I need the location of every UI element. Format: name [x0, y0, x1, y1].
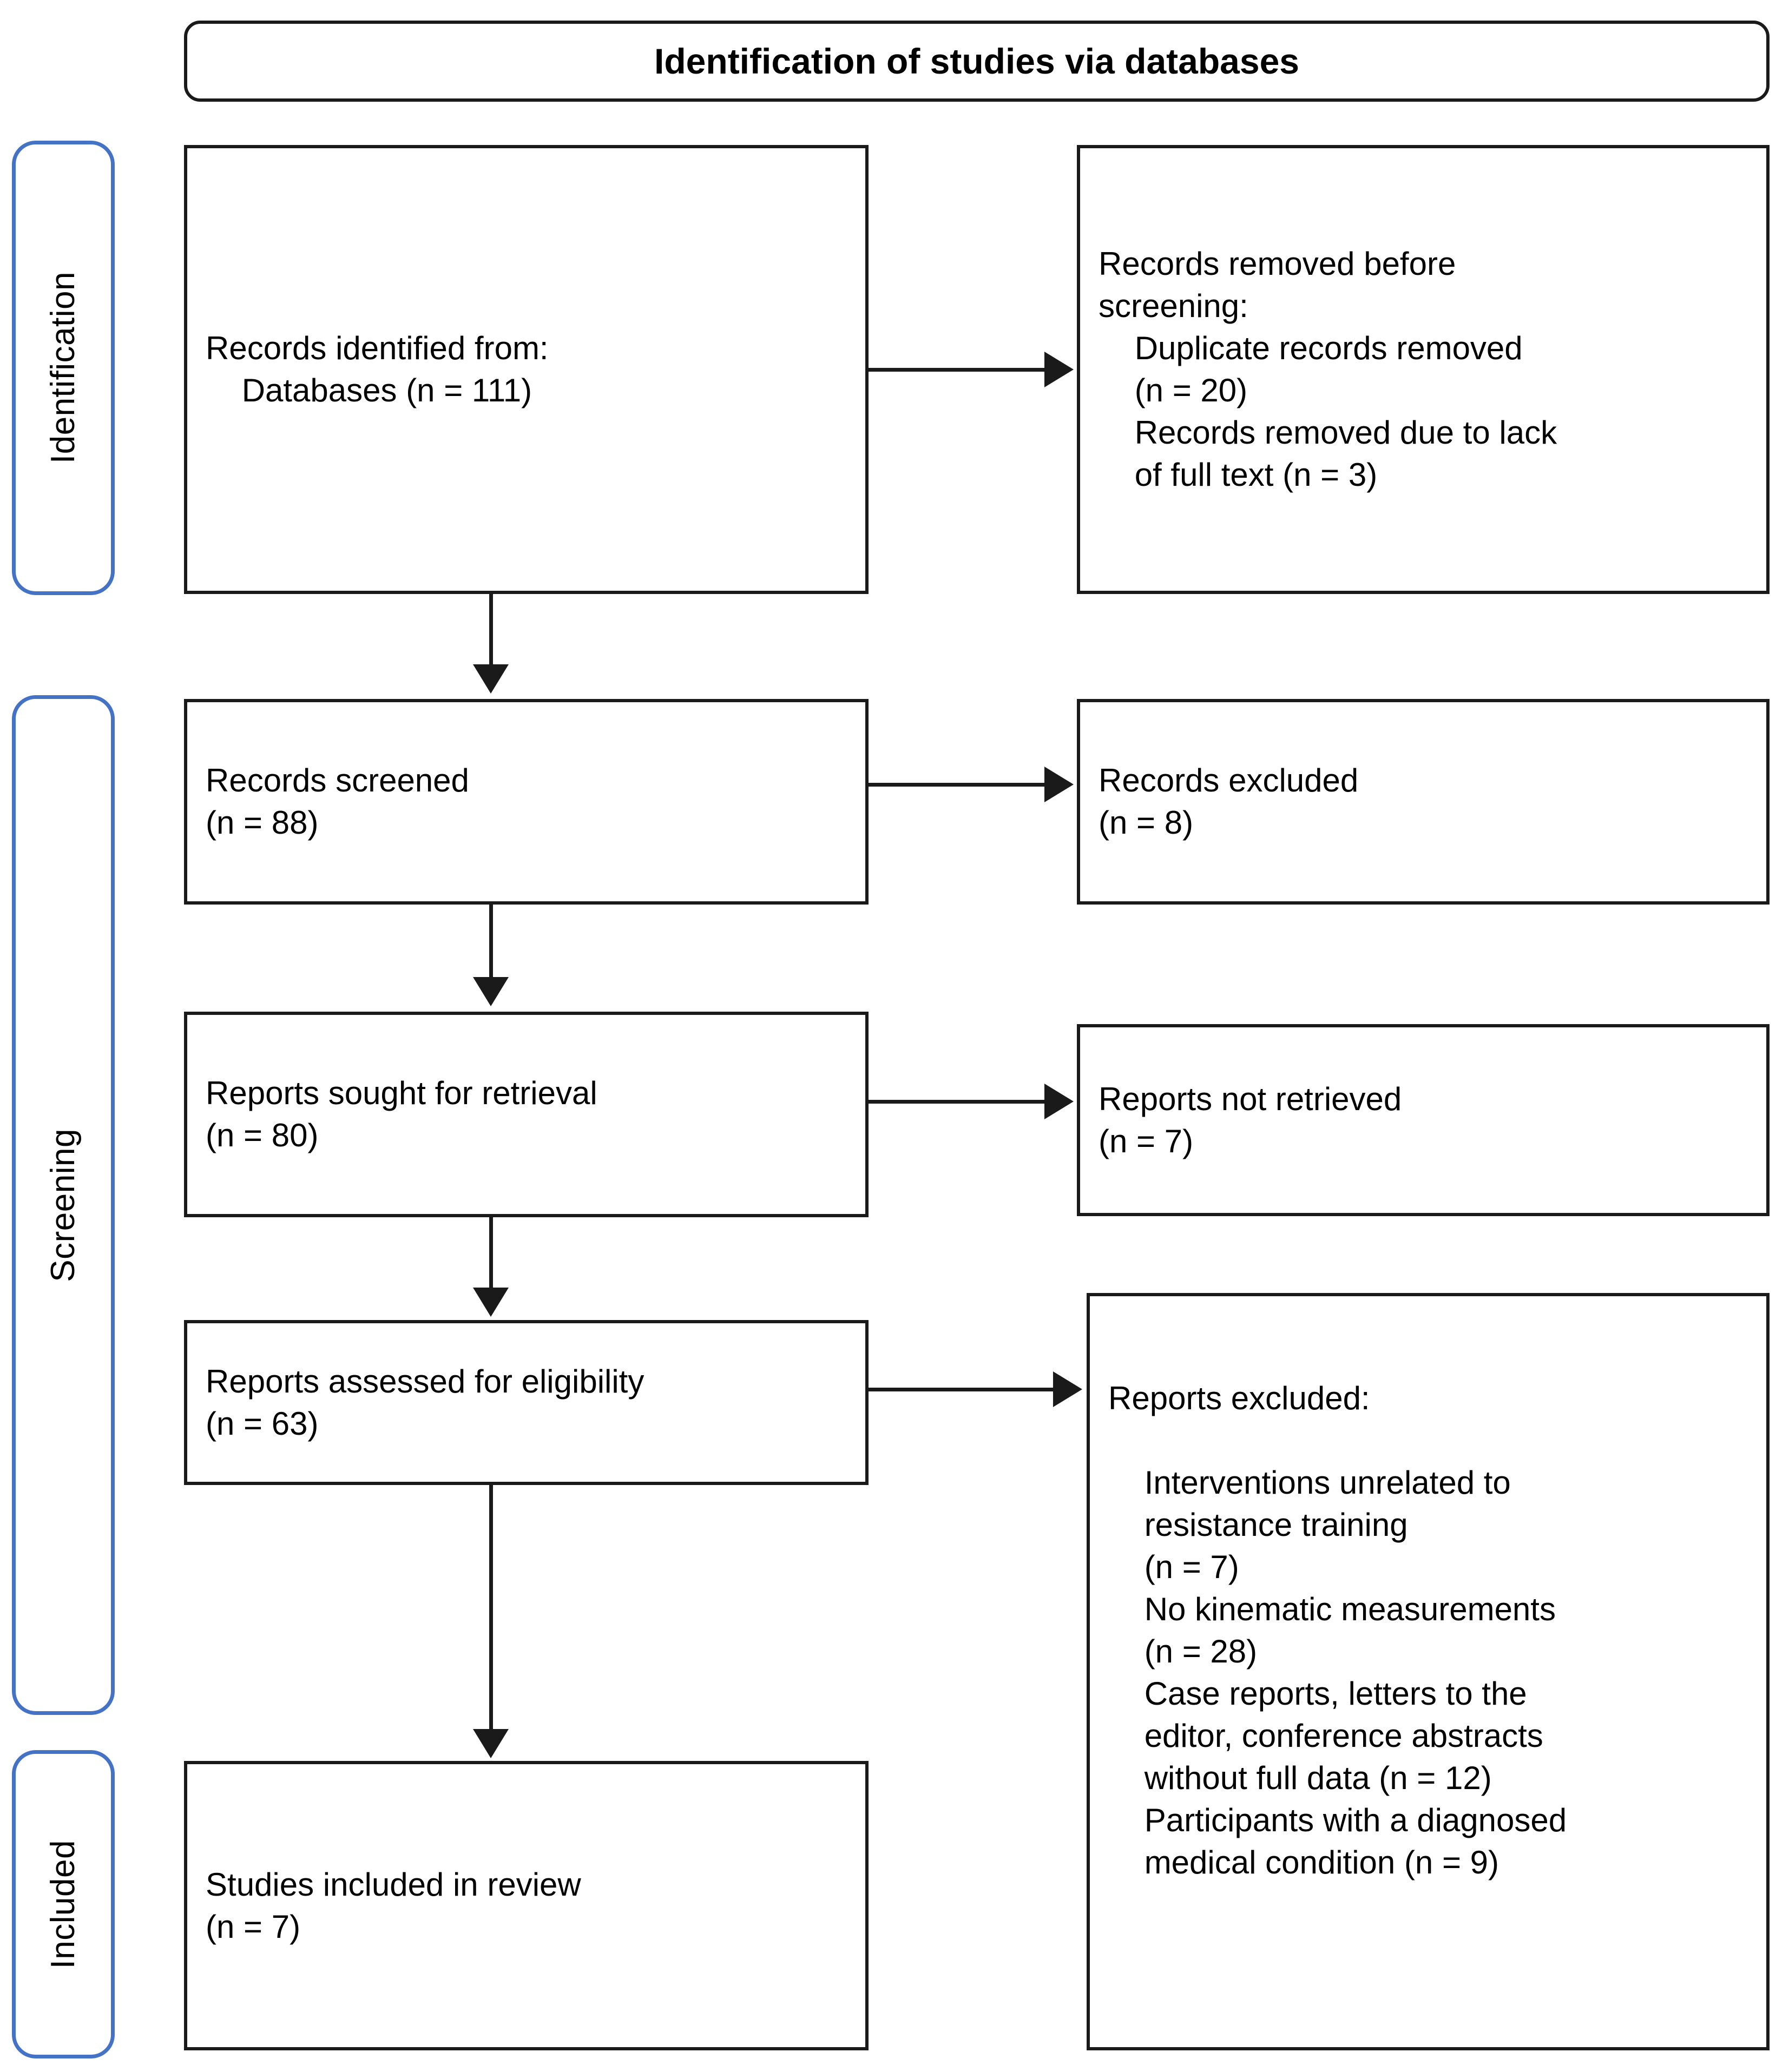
arrow-sought-to-assessed-line [489, 1217, 493, 1290]
phase-rail-included: Included [12, 1750, 115, 2058]
records-excluded-text: Records excluded (n = 8) [1099, 762, 1359, 841]
reports-assessed-box: Reports assessed for eligibility (n = 63… [184, 1320, 869, 1485]
phase-label-screening: Screening [44, 1128, 82, 1282]
records-removed-text: Records removed before screening: Duplic… [1099, 246, 1557, 493]
arrow-sought-to-not-retrieved-line [869, 1100, 1047, 1104]
phase-rail-identification: Identification [12, 141, 115, 595]
arrow-identified-to-screened-line [489, 594, 493, 667]
arrow-assessed-to-included-line [489, 1485, 493, 1731]
studies-included-box: Studies included in review (n = 7) [184, 1761, 869, 2050]
records-removed-box: Records removed before screening: Duplic… [1077, 145, 1770, 594]
records-identified-text: Records identified from: Databases (n = … [206, 330, 549, 408]
studies-included-text: Studies included in review (n = 7) [206, 1866, 581, 1945]
phase-rail-screening: Screening [12, 695, 115, 1715]
records-identified-box: Records identified from: Databases (n = … [184, 145, 869, 594]
arrow-assessed-to-included-head [473, 1729, 509, 1758]
diagram-title: Identification of studies via databases [654, 41, 1299, 81]
arrow-identified-to-removed-head [1044, 352, 1074, 387]
arrow-screened-to-sought-line [489, 905, 493, 980]
records-excluded-box: Records excluded (n = 8) [1077, 699, 1770, 905]
reports-sought-box: Reports sought for retrieval (n = 80) [184, 1012, 869, 1217]
phase-label-identification: Identification [44, 272, 82, 464]
arrow-screened-to-excluded-head [1044, 767, 1074, 802]
records-screened-box: Records screened (n = 88) [184, 699, 869, 905]
reports-excluded-text: Reports excluded: Interventions unrelate… [1108, 1380, 1567, 1880]
records-screened-text: Records screened (n = 88) [206, 762, 469, 841]
diagram-header-banner: Identification of studies via databases [184, 21, 1770, 102]
reports-not-retrieved-box: Reports not retrieved (n = 7) [1077, 1024, 1770, 1216]
arrow-identified-to-screened-head [473, 664, 509, 694]
reports-assessed-text: Reports assessed for eligibility (n = 63… [206, 1363, 644, 1442]
arrow-sought-to-assessed-head [473, 1288, 509, 1317]
arrow-sought-to-not-retrieved-head [1044, 1084, 1074, 1119]
reports-excluded-box: Reports excluded: Interventions unrelate… [1087, 1293, 1770, 2050]
arrow-screened-to-sought-head [473, 977, 509, 1006]
arrow-assessed-to-excluded-line [869, 1388, 1055, 1391]
arrow-screened-to-excluded-line [869, 783, 1047, 787]
arrow-assessed-to-excluded-head [1053, 1371, 1082, 1407]
phase-label-included: Included [44, 1839, 82, 1969]
reports-sought-text: Reports sought for retrieval (n = 80) [206, 1075, 597, 1153]
arrow-identified-to-removed-line [869, 368, 1047, 372]
reports-not-retrieved-text: Reports not retrieved (n = 7) [1099, 1080, 1402, 1159]
